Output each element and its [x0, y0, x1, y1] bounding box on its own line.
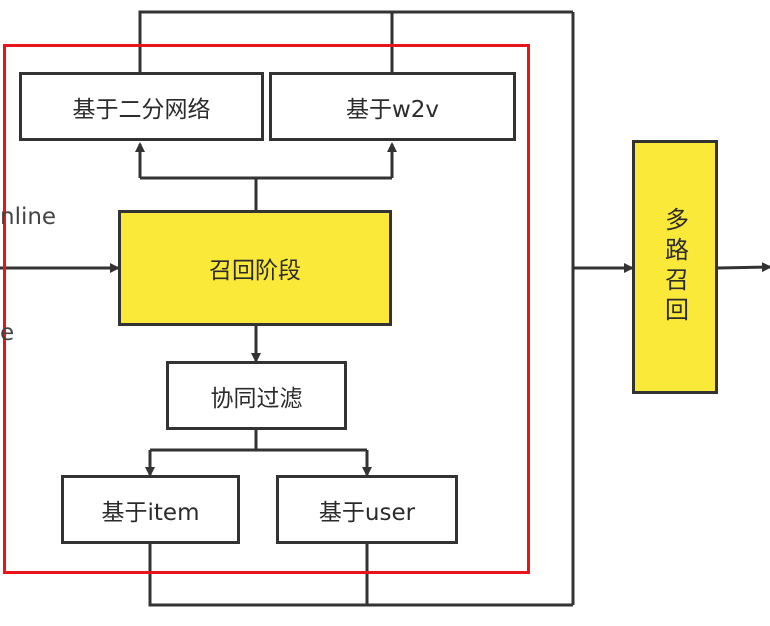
collab-filter-box: 协同过滤 [166, 361, 347, 430]
multi-recall-label: 多路召回 [660, 207, 689, 327]
connector-item-to-bus [148, 543, 573, 607]
recall-stage-box: 召回阶段 [118, 210, 392, 326]
connector-binary-to-bus [138, 10, 573, 72]
binary-network-label: 基于二分网络 [72, 96, 211, 123]
highlight-frame [3, 44, 530, 574]
user-based-label: 基于user [318, 499, 416, 526]
arrow-multi-recall-out [717, 262, 770, 273]
w2v-label: 基于w2v [345, 96, 440, 123]
collab-filter-label: 协同过滤 [210, 385, 303, 412]
online-label: nline [0, 204, 57, 230]
item-based-label: 基于item [101, 499, 200, 526]
user-based-box: 基于user [276, 475, 458, 544]
multi-recall-box: 多路召回 [632, 140, 718, 394]
offline-label: e [0, 320, 15, 346]
recall-stage-label: 召回阶段 [209, 258, 301, 284]
w2v-box: 基于w2v [269, 72, 516, 141]
binary-network-box: 基于二分网络 [19, 72, 264, 141]
item-based-box: 基于item [61, 475, 240, 544]
